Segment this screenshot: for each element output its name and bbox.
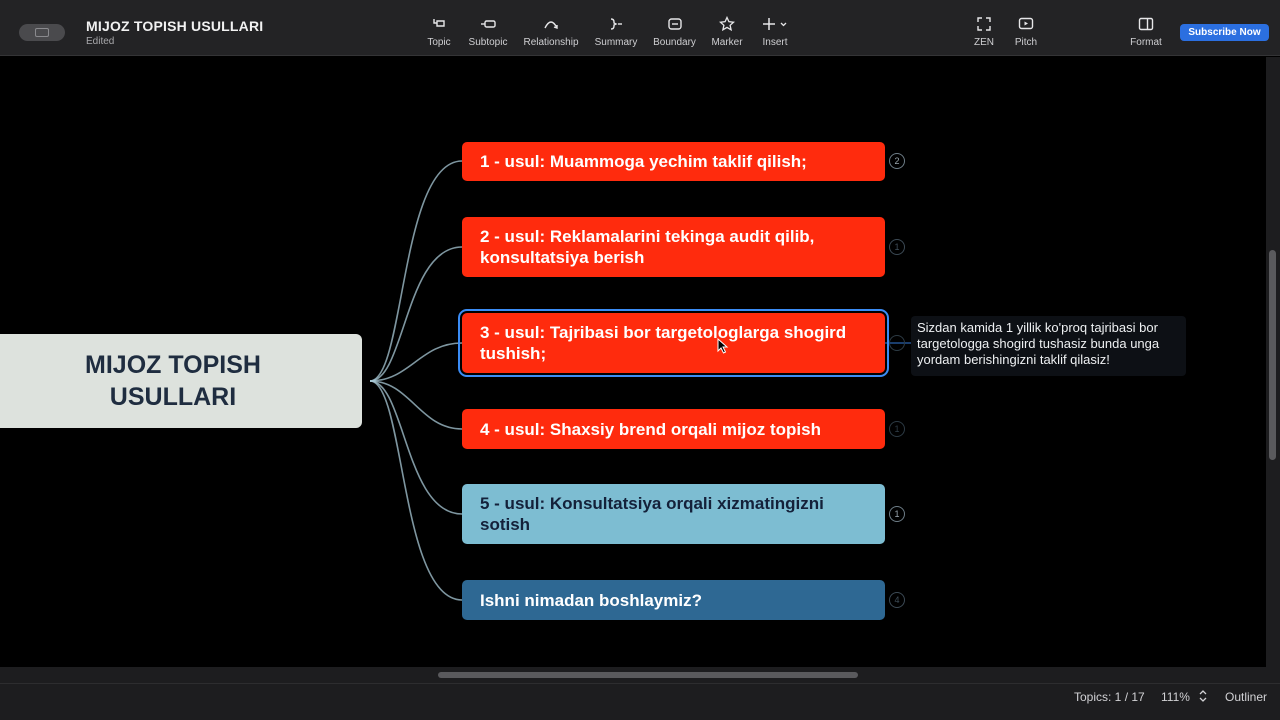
topic-5[interactable]: 5 - usul: Konsultatsiya orqali xizmating… (462, 484, 885, 544)
topic-2-count-badge[interactable]: 1 (889, 239, 905, 255)
marker-button[interactable]: Marker (711, 16, 743, 50)
topic-3-note[interactable]: Sizdan kamida 1 yillik ko'proq tajribasi… (911, 316, 1186, 376)
horizontal-scrollbar-thumb[interactable] (438, 672, 858, 678)
topic-6[interactable]: Ishni nimadan boshlaymiz? (462, 580, 885, 620)
central-topic[interactable]: MIJOZ TOPISH USULLARI (0, 334, 362, 428)
summary-icon (610, 18, 622, 30)
vertical-scrollbar-thumb[interactable] (1269, 250, 1276, 460)
topic-5-count-badge[interactable]: 1 (889, 506, 905, 522)
boundary-button[interactable]: Boundary (652, 16, 697, 50)
branch-connectors (369, 160, 911, 601)
pitch-button[interactable]: Pitch (1013, 16, 1039, 50)
zoom-stepper-icon[interactable] (1198, 689, 1208, 703)
topic-1[interactable]: 1 - usul: Muammoga yechim taklif qilish; (462, 142, 885, 181)
topic-2[interactable]: 2 - usul: Reklamalarini tekinga audit qi… (462, 217, 885, 277)
play-icon (1018, 17, 1034, 30)
sidebar-icon (35, 28, 49, 37)
subscribe-button[interactable]: Subscribe Now (1180, 24, 1269, 41)
topic-icon (433, 19, 445, 27)
document-title[interactable]: MIJOZ TOPISH USULLARI (86, 18, 264, 34)
topic-1-count-badge[interactable]: 2 (889, 153, 905, 169)
mindmap-canvas[interactable]: MIJOZ TOPISH USULLARI 1 - usul: Muammoga… (0, 57, 1266, 667)
outliner-button[interactable]: Outliner (1225, 690, 1268, 704)
topic-6-count-badge[interactable]: 4 (889, 592, 905, 608)
document-status: Edited (86, 36, 115, 47)
format-button[interactable]: Format (1128, 16, 1164, 50)
fullscreen-icon (977, 17, 991, 31)
boundary-icon (667, 18, 682, 30)
zoom-level[interactable]: 111% (1161, 690, 1190, 704)
topic-3-count-badge[interactable] (889, 335, 905, 351)
topic-button[interactable]: Topic (425, 16, 453, 50)
zen-button[interactable]: ZEN (973, 16, 995, 50)
status-bar (0, 683, 1280, 720)
topic-4[interactable]: 4 - usul: Shaxsiy brend orqali mijoz top… (462, 409, 885, 449)
relationship-icon (544, 21, 558, 29)
plus-icon (763, 18, 787, 30)
topic-4-count-badge[interactable]: 1 (889, 421, 905, 437)
central-topic-label: MIJOZ TOPISH USULLARI (85, 351, 261, 411)
toolbar: MIJOZ TOPISH USULLARI Edited Topic Subto… (0, 0, 1280, 56)
topics-count: Topics: 1 / 17 (1074, 690, 1145, 704)
insert-button[interactable]: Insert (760, 16, 790, 50)
summary-button[interactable]: Summary (594, 16, 638, 50)
panel-icon (1138, 17, 1154, 31)
mouse-cursor-icon (717, 338, 729, 354)
topic-3[interactable]: 3 - usul: Tajribasi bor targetologlarga … (458, 309, 889, 377)
relationship-button[interactable]: Relationship (522, 16, 580, 50)
subtopic-button[interactable]: Subtopic (467, 16, 509, 50)
subtopic-icon (481, 20, 496, 28)
sidebar-toggle-button[interactable] (19, 24, 65, 41)
star-icon (719, 16, 735, 32)
